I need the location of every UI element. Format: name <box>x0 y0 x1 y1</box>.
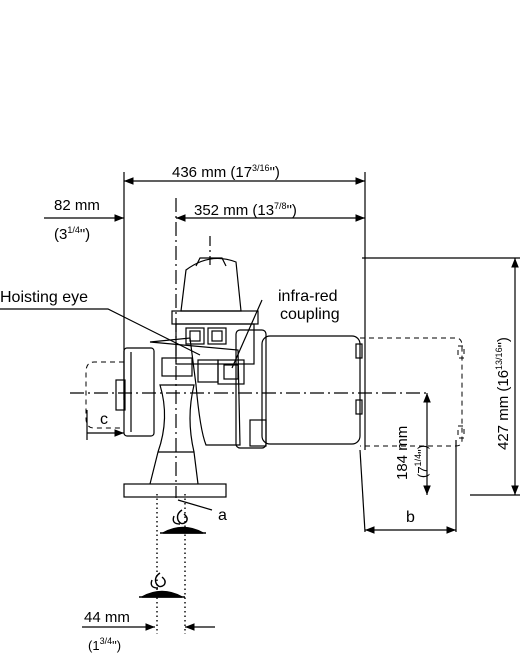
cover-base <box>171 310 259 325</box>
motor-end-stud-bottom <box>355 399 363 415</box>
overall-width-label: 436 mm (173/16") <box>172 160 280 181</box>
dim-a-label: a <box>218 507 227 524</box>
motor-flange <box>235 329 267 449</box>
hoist-hook-upper <box>160 509 206 534</box>
infra-red-label-line2: coupling <box>280 306 340 323</box>
hoisting-eye-leader <box>0 308 201 356</box>
axis-height-frac: 1/4 <box>413 453 423 467</box>
overall-width-mm: 436 mm (17 <box>172 164 253 181</box>
bottom-offset-mm: 44 mm <box>84 609 130 626</box>
axis-height-inch-open: (7 <box>415 466 430 478</box>
dim-b-label: b <box>406 509 415 526</box>
left-offset-frac: 1/4 <box>67 225 80 235</box>
overall-width-frac: 3/16 <box>252 163 270 173</box>
handwheel-flange <box>123 347 155 437</box>
center-right-close: ") <box>286 202 297 219</box>
infra-red-leader <box>231 299 263 369</box>
mounting-flange <box>123 483 227 498</box>
dashed-stud-top <box>457 345 465 359</box>
local-controls-box <box>175 323 255 365</box>
dashed-motor-clearance <box>360 337 463 447</box>
a-leader <box>177 499 213 511</box>
selector-right-inner <box>211 330 223 342</box>
bottom-offset-inch-open: (1 <box>88 638 100 653</box>
control-cover <box>180 257 242 312</box>
left-offset-inch: (31/4") <box>54 222 90 243</box>
center-right-label: 352 mm (137/8") <box>194 198 297 219</box>
left-offset-mm: 82 mm <box>54 197 100 214</box>
dashed-stud-bottom <box>457 425 465 439</box>
pedestal-neck <box>157 384 195 453</box>
height-total-close: ") <box>495 337 512 348</box>
motor-foot <box>249 419 267 447</box>
hoisting-eye-lug <box>197 359 219 383</box>
hoisting-eye-label: Hoisting eye <box>0 289 89 306</box>
center-right-mm: 352 mm (13 <box>194 202 275 219</box>
axis-height-mm: 184 mm <box>394 425 411 480</box>
gearbox-body <box>149 337 241 446</box>
hoisting-eye-block <box>161 357 193 377</box>
dim-c-label: c <box>100 411 108 428</box>
infra-red-label-line1: infra-red <box>278 288 338 305</box>
selector-right <box>207 327 227 345</box>
bottom-offset-frac: 3/4 <box>99 636 113 646</box>
bottom-offset-inch: (13/4") <box>88 633 121 654</box>
selector-left <box>185 327 205 345</box>
center-right-frac: 7/8 <box>274 201 287 211</box>
overall-width-close: ") <box>269 164 280 181</box>
selector-left-inner <box>189 330 201 342</box>
motor-end-stud-top <box>355 343 363 359</box>
handwheel-hub <box>115 379 126 411</box>
hoist-hook-lower <box>139 572 185 598</box>
height-total-label: 427 mm (1613/16") <box>494 337 512 450</box>
height-total-mm: 427 mm (16 <box>495 369 512 450</box>
axis-height-inch: (71/4") <box>413 445 430 478</box>
cover-cap <box>195 257 227 267</box>
bottom-offset-close: ") <box>112 638 122 653</box>
b-left-extension <box>359 449 366 533</box>
axis-height-close: ") <box>415 444 430 454</box>
pedestal-lower <box>149 451 199 485</box>
infra-red-coupling-window <box>223 364 239 380</box>
left-offset-close: ") <box>79 226 91 243</box>
left-offset-inch-open: (3 <box>54 226 68 243</box>
dashed-left-clearance <box>85 361 124 429</box>
height-total-frac: 13/16 <box>494 347 504 370</box>
motor-body <box>261 335 361 445</box>
